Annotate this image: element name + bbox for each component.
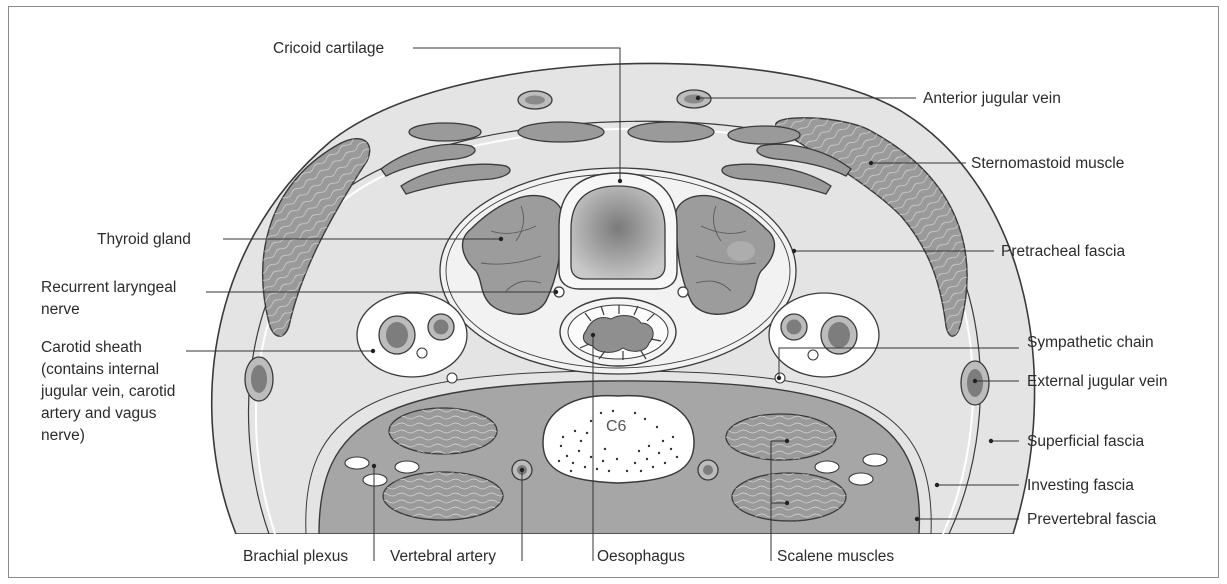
- vertebra-label: C6: [606, 418, 627, 435]
- vertebra-c6: [543, 396, 694, 483]
- label-recurrent-laryngeal-nerve-1: Recurrent laryngeal: [41, 279, 176, 296]
- label-scalene-muscles: Scalene muscles: [777, 548, 894, 565]
- label-vertebral-artery: Vertebral artery: [390, 548, 496, 565]
- strap-muscle: [409, 123, 481, 141]
- label-carotid-sheath-4: artery and vagus: [41, 405, 157, 422]
- label-prevertebral-fascia: Prevertebral fascia: [1027, 511, 1157, 528]
- label-anterior-jugular-vein: Anterior jugular vein: [923, 90, 1061, 107]
- label-external-jugular-vein: External jugular vein: [1027, 373, 1167, 390]
- brachial-plexus: [345, 457, 369, 469]
- label-thyroid-gland: Thyroid gland: [97, 231, 191, 248]
- label-carotid-sheath-2: (contains internal: [41, 361, 159, 378]
- diagram-frame: C6: [8, 6, 1219, 578]
- label-cricoid-cartilage: Cricoid cartilage: [273, 40, 384, 57]
- label-carotid-sheath-5: nerve): [41, 427, 85, 444]
- label-sympathetic-chain: Sympathetic chain: [1027, 334, 1154, 351]
- label-sternomastoid-muscle: Sternomastoid muscle: [971, 155, 1124, 172]
- label-oesophagus: Oesophagus: [597, 548, 685, 565]
- label-carotid-sheath-1: Carotid sheath: [41, 339, 142, 356]
- label-pretracheal-fascia: Pretracheal fascia: [1001, 243, 1125, 260]
- label-carotid-sheath-3: jugular vein, carotid: [40, 383, 175, 400]
- label-superficial-fascia: Superficial fascia: [1027, 433, 1145, 450]
- neck-cross-section-diagram: C6: [9, 7, 1219, 578]
- label-investing-fascia: Investing fascia: [1027, 477, 1134, 494]
- label-brachial-plexus: Brachial plexus: [243, 548, 348, 565]
- label-recurrent-laryngeal-nerve-2: nerve: [41, 301, 80, 318]
